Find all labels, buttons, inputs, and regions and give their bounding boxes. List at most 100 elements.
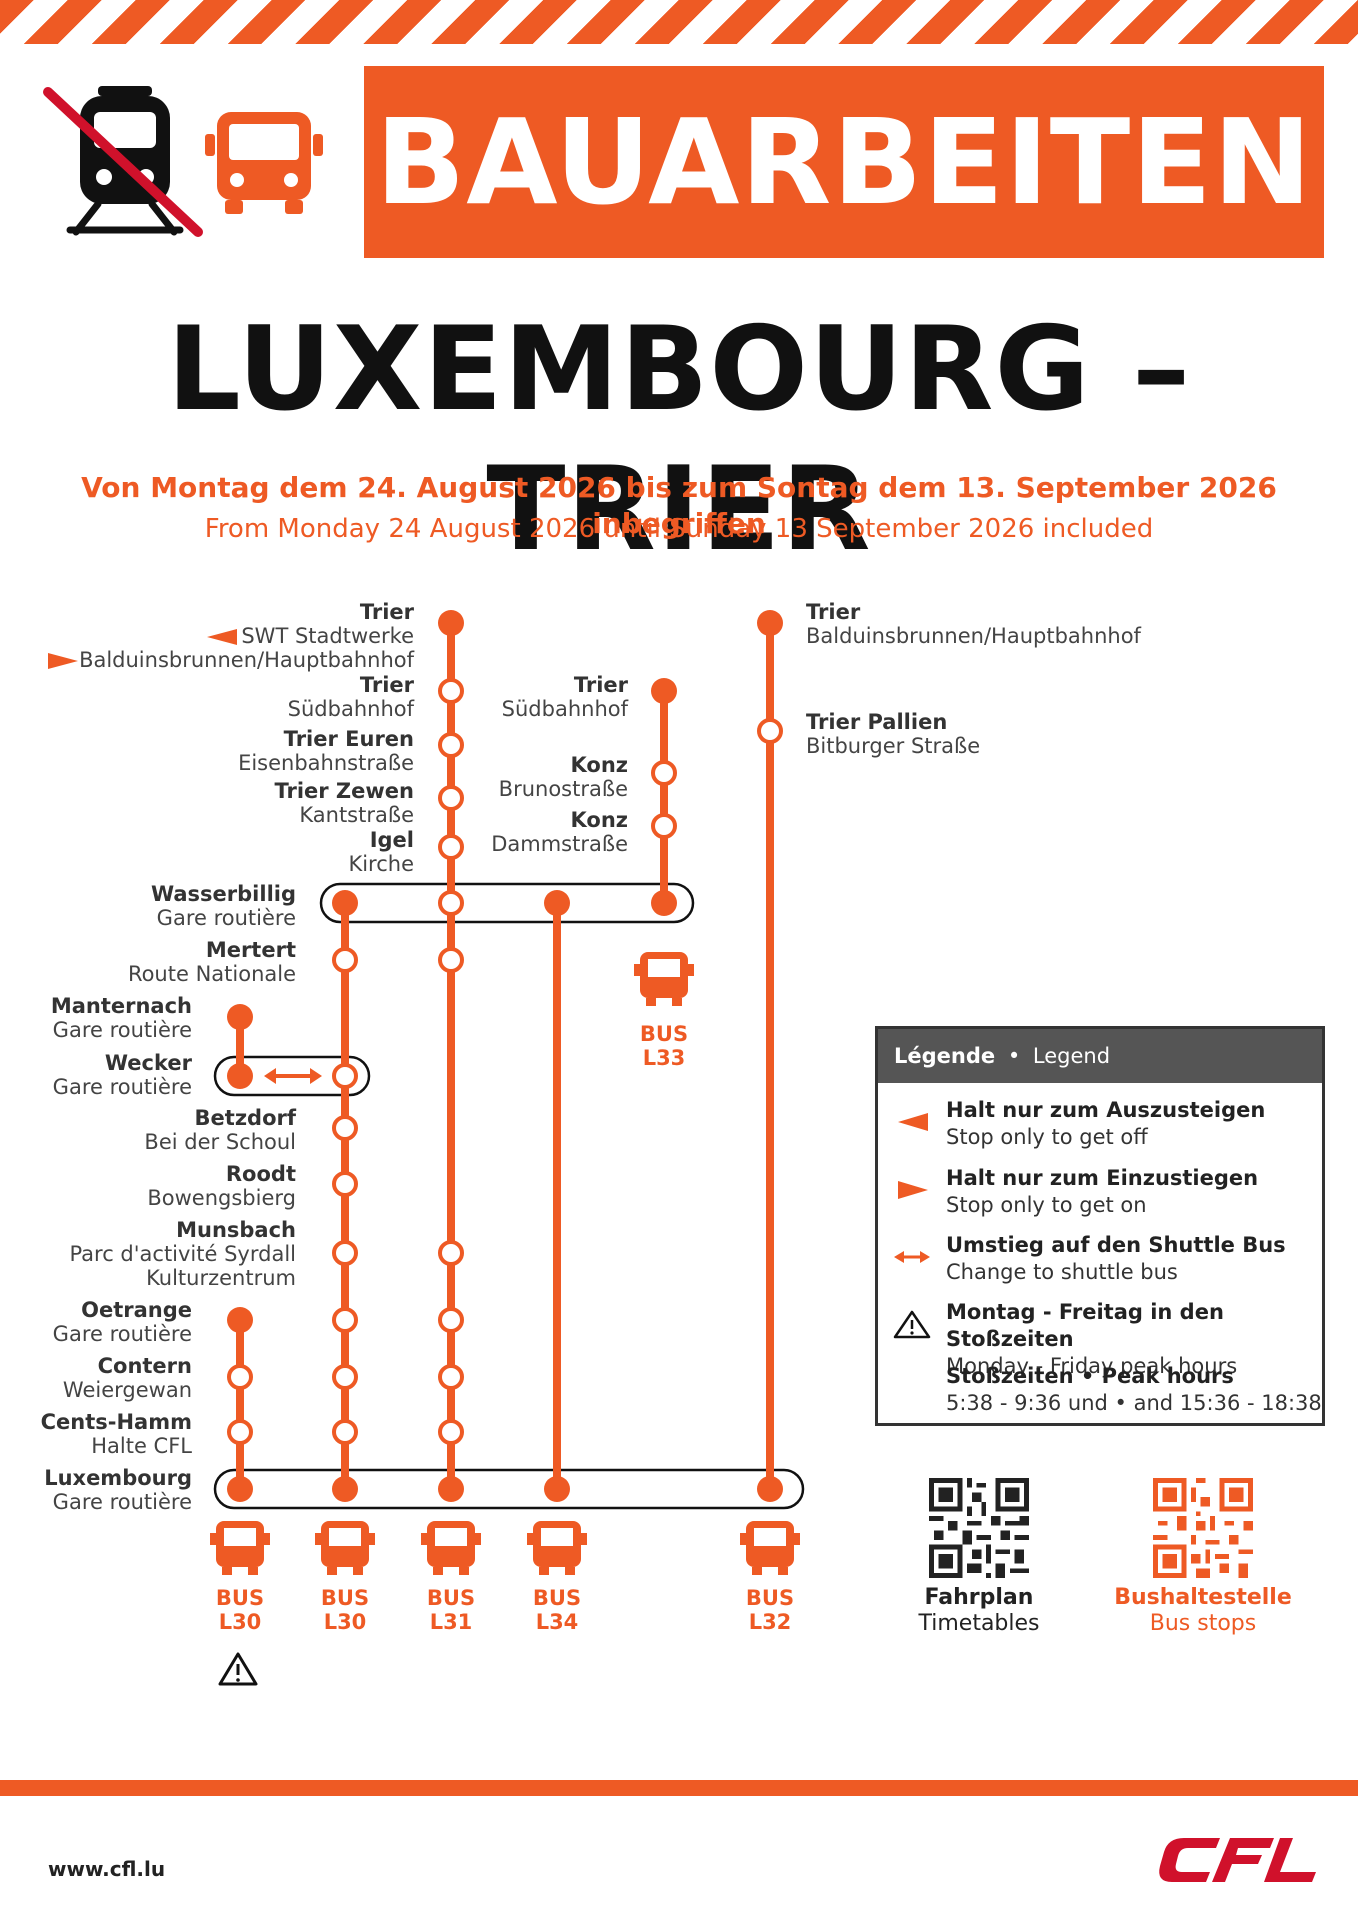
stop-terminal [227,1063,253,1089]
construction-banner: BAUARBEITEN [364,66,1324,258]
stop [332,1364,358,1390]
arrow-left-icon [207,629,237,645]
stop-terminal [438,610,464,636]
stop [438,1307,464,1333]
stop-terminal [227,1004,253,1030]
qr-code-bus-stops[interactable] [1153,1478,1253,1578]
stop [332,1240,358,1266]
stop [651,760,677,786]
date-range-en: From Monday 24 August 2026 until Sunday … [204,514,1154,544]
bus-icon [527,1521,587,1575]
stop [332,1419,358,1445]
stop-terminal [757,610,783,636]
stop [438,890,464,916]
route-title: LUXEMBOURG – TRIER [166,302,1192,577]
no-train-icon [43,86,203,237]
arrow-right-icon [48,653,78,669]
stop-terminal [651,678,677,704]
bus-icon [205,112,323,214]
stop [438,1364,464,1390]
warning-icon [218,1652,258,1686]
double-arrow-icon [894,1251,930,1263]
bus-icon [634,952,694,1006]
stop-terminal [544,890,570,916]
stop [438,678,464,704]
banner-title: BAUARBEITEN [375,93,1313,231]
bus-icon [210,1521,270,1575]
arrow-right-icon [898,1181,928,1199]
stop [438,1240,464,1266]
footer-bar [0,1780,1358,1796]
stop [332,1063,358,1089]
stop-terminal [332,1476,358,1502]
arrow-left-icon [898,1113,928,1131]
hazard-stripes [0,0,1358,44]
stop-terminal [227,1476,253,1502]
stop-terminal [438,1476,464,1502]
wasserbillig-hub [319,882,695,924]
route-network-diagram [48,610,805,1686]
stop-terminal [332,890,358,916]
stop [227,1419,253,1445]
cfl-logo [1159,1838,1316,1882]
bus-icon [740,1521,800,1575]
qr-code-timetables[interactable] [929,1478,1029,1578]
station-munsbach: Munsbach Parc d'activité Syrdall Kulturz… [69,1218,296,1290]
stop [332,1307,358,1333]
stop-terminal [651,890,677,916]
shuttle-transfer-icon [264,1068,322,1084]
stop [332,947,358,973]
stop [757,718,783,744]
stop [438,732,464,758]
stop [438,947,464,973]
legend: Légende • Legend Halt nur zum Auszusteig… [875,1026,1325,1426]
website-link[interactable]: www.cfl.lu [48,1857,166,1881]
stop [227,1364,253,1390]
bus-icon [315,1521,375,1575]
stop [438,785,464,811]
stop [651,813,677,839]
bus-icon [421,1521,481,1575]
stop-terminal [227,1307,253,1333]
wecker-hub [213,1055,371,1097]
stop-terminal [757,1476,783,1502]
date-range-de: Von Montag dem 24. August 2026 bis zum S… [81,471,1277,540]
stop [332,1115,358,1141]
stop [438,1419,464,1445]
stop-terminal [544,1476,570,1502]
luxembourg-hub [213,1468,805,1510]
stop [332,1171,358,1197]
station-trier-swt: Trier SWT Stadtwerke Balduinsbrunnen/Hau… [79,600,414,672]
legend-header: Légende • Legend [878,1029,1322,1083]
